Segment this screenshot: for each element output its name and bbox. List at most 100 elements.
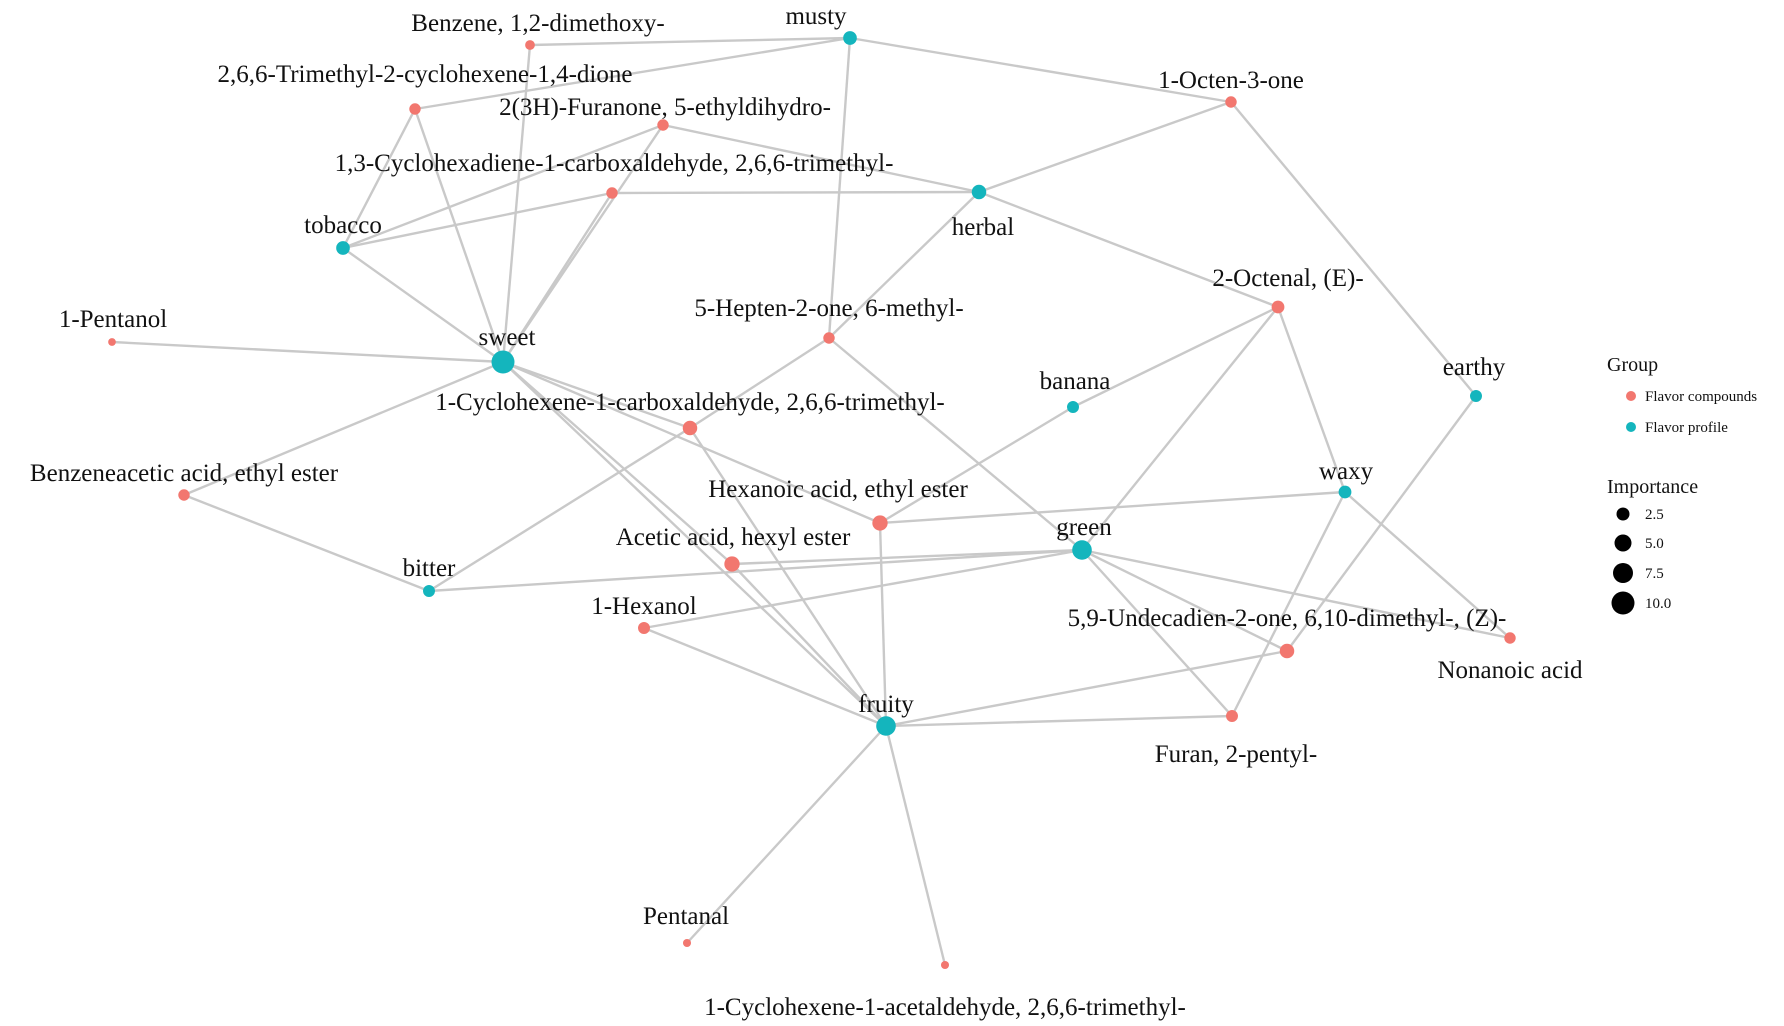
edge-benzene-sweet — [501, 44, 532, 363]
node-label-musty: musty — [785, 3, 847, 30]
edge-benzeneacetic-bitter — [183, 493, 430, 593]
edge-banana-hexanoic — [879, 405, 1074, 525]
legend-importance-label-10-0: 10.0 — [1645, 596, 1671, 612]
edge-herbal-octenone — [978, 100, 1232, 194]
edge-earthy-undecadienone — [1286, 395, 1477, 652]
edge-bitter-green — [428, 548, 1083, 593]
node-label-bitter: bitter — [403, 555, 456, 582]
edge-cyclohexadiene-tobacco — [342, 191, 613, 250]
edge-hexylacetate-fruity — [731, 563, 887, 727]
node-musty — [843, 31, 857, 45]
node-label-benzene: Benzene, 1,2-dimethoxy- — [411, 10, 664, 37]
node-nonanoic — [1504, 632, 1516, 644]
edge-pentanol-sweet — [111, 340, 504, 364]
edge-cyclohexenecarbox-bitter — [428, 426, 691, 593]
edge-undecadienone-fruity — [885, 649, 1288, 728]
edge-cyclohexadiene-herbal — [611, 190, 980, 195]
node-benzene — [525, 40, 535, 50]
node-tobacco — [336, 241, 350, 255]
node-cyclohexadiene — [606, 187, 618, 199]
edge-hexanoic-waxy — [879, 490, 1346, 525]
edge-hexanol-fruity — [643, 626, 887, 728]
node-hexanol — [638, 622, 650, 634]
edge-octenal-banana — [1072, 305, 1279, 409]
edge-fruity-pentanal — [686, 725, 887, 944]
edge-layer — [111, 36, 1511, 966]
legend-importance-swatch-2-5 — [1616, 507, 1630, 521]
edge-fruity-cyclohexeneacetal — [884, 725, 947, 966]
edge-furanone-herbal — [662, 123, 980, 194]
node-label-earthy: earthy — [1443, 354, 1506, 381]
edge-green-undecadienone — [1081, 548, 1288, 653]
node-hexylacetate — [724, 556, 740, 572]
edge-waxy-pentylfuran — [1230, 491, 1347, 717]
edge-sweet-hexylacetate — [502, 361, 733, 565]
node-pentanal — [682, 938, 692, 948]
edge-herbal-heptenone — [828, 191, 980, 339]
edge-tobacco-sweet — [342, 247, 504, 363]
legend-group-title: Group — [1607, 354, 1658, 376]
edge-heptenone-cyclohexenecarbox — [689, 336, 830, 430]
node-waxy — [1338, 485, 1352, 499]
node-octenal — [1271, 300, 1285, 314]
edge-octenone-earthy — [1230, 101, 1477, 397]
legend-importance-label-2-5: 2.5 — [1645, 507, 1664, 523]
edge-hexylacetate-green — [731, 548, 1083, 566]
node-label-octenal: 2-Octenal, (E)- — [1212, 265, 1363, 292]
node-furanone — [657, 119, 669, 131]
edge-sweet-hexanoic — [502, 360, 881, 525]
edge-sweet-cyclohexenecarbox — [502, 360, 691, 430]
legend-importance-swatch-10-0 — [1611, 591, 1635, 615]
edge-octenal-green — [1081, 306, 1279, 551]
node-label-pentanal: Pentanal — [643, 903, 729, 930]
node-label-cyclohexeneacetal: 1-Cyclohexene-1-acetaldehyde, 2,6,6-trim… — [704, 994, 1186, 1021]
node-earthy — [1470, 390, 1482, 402]
node-label-pentanol: 1-Pentanol — [59, 306, 167, 333]
node-label-octenone: 1-Octen-3-one — [1158, 67, 1304, 94]
node-undecadienone — [1279, 643, 1295, 659]
node-cyclohexeneacetal — [940, 960, 950, 970]
edge-benzene-musty — [529, 36, 851, 47]
node-label-benzeneacetic: Benzeneacetic acid, ethyl ester — [30, 460, 339, 487]
node-octenone — [1225, 96, 1237, 108]
legend-importance-swatch-5-0 — [1614, 534, 1632, 552]
node-label-hexanol: 1-Hexanol — [591, 593, 697, 620]
edge-sweet-fruity — [502, 361, 887, 727]
node-pentanol — [108, 338, 116, 346]
edge-octenal-waxy — [1276, 306, 1347, 493]
node-label-green: green — [1056, 514, 1112, 541]
node-herbal — [971, 184, 987, 200]
edge-hexanol-green — [643, 548, 1083, 630]
legend-profile-swatch — [1626, 422, 1636, 432]
edge-fruity-pentylfuran — [885, 714, 1233, 728]
edge-trimethylcyclohexenedione-musty — [414, 36, 851, 111]
legend-importance-title: Importance — [1607, 476, 1698, 498]
legend-compound-label: Flavor compounds — [1645, 389, 1757, 405]
legend-importance-label-5-0: 5.0 — [1645, 536, 1664, 552]
node-label-fruity: fruity — [858, 691, 914, 718]
edge-green-pentylfuran — [1081, 549, 1233, 717]
node-label-heptenone: 5-Hepten-2-one, 6-methyl- — [694, 295, 963, 322]
edge-herbal-octenal — [978, 190, 1279, 309]
node-label-sweet: sweet — [479, 324, 536, 351]
node-label-trimethylcyclohexenedione: 2,6,6-Trimethyl-2-cyclohexene-1,4-dione — [218, 61, 633, 88]
edge-heptenone-green — [828, 337, 1083, 551]
node-label-undecadienone: 5,9-Undecadien-2-one, 6,10-dimethyl-, (Z… — [1068, 605, 1507, 632]
edge-furanone-tobacco — [342, 123, 664, 250]
node-cyclohexenecarbox — [682, 420, 698, 436]
node-label-hexylacetate: Acetic acid, hexyl ester — [616, 524, 851, 551]
node-sweet — [491, 350, 515, 374]
node-label-hexanoic: Hexanoic acid, ethyl ester — [708, 476, 968, 503]
node-green — [1072, 540, 1092, 560]
node-fruity — [876, 716, 896, 736]
node-pentylfuran — [1226, 710, 1238, 722]
node-label-banana: banana — [1040, 368, 1111, 395]
node-label-tobacco: tobacco — [304, 212, 382, 239]
legend-compound-swatch — [1626, 391, 1636, 401]
node-label-cyclohexenecarbox: 1-Cyclohexene-1-carboxaldehyde, 2,6,6-tr… — [435, 389, 945, 416]
edge-cyclohexadiene-sweet — [501, 192, 614, 363]
node-label-cyclohexadiene: 1,3-Cyclohexadiene-1-carboxaldehyde, 2,6… — [335, 150, 894, 177]
edge-musty-octenone — [849, 36, 1232, 104]
legend-importance-swatch-7-5 — [1613, 563, 1633, 583]
